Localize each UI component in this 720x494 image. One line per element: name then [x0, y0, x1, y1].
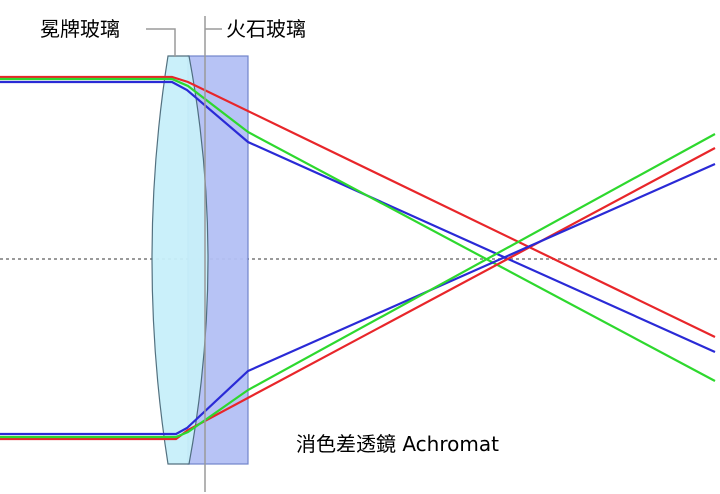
crown-glass-leader [146, 28, 176, 57]
blue-ray-bottom [0, 162, 716, 436]
crown-glass-label: 冕牌玻璃 [40, 17, 120, 41]
flint-glass-label: 火石玻璃 [226, 17, 306, 41]
achromat-caption: 消色差透鏡 Achromat [296, 432, 499, 456]
green-ray-bottom [0, 133, 716, 439]
green-ray-top [0, 77, 716, 382]
blue-ray-top [0, 80, 716, 354]
red-ray-top [0, 75, 716, 338]
